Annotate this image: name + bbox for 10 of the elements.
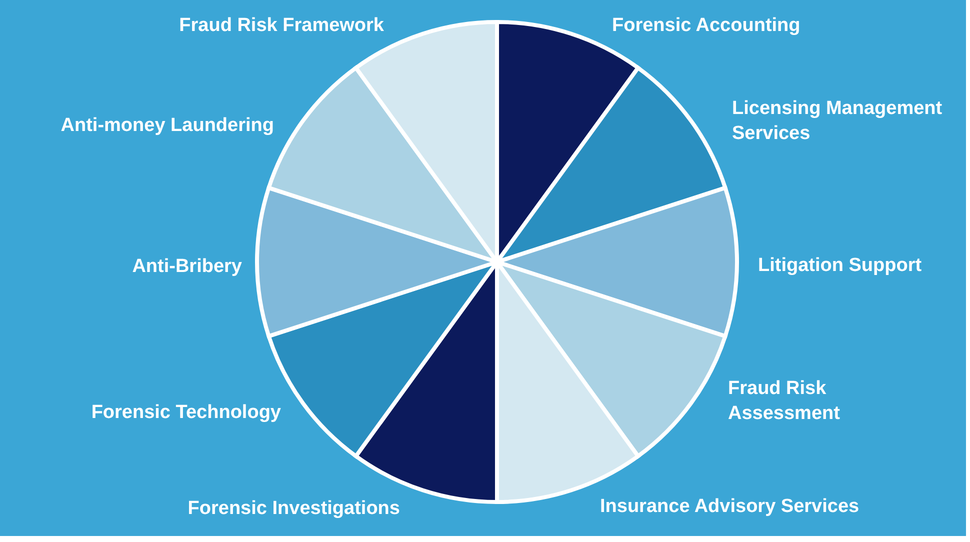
service-label: Fraud Risk Assessment — [728, 377, 841, 426]
service-label: Anti-Bribery — [132, 255, 242, 279]
service-label: Litigation Support — [758, 254, 922, 278]
service-label: Forensic Accounting — [612, 14, 800, 38]
service-label: Anti-money Laundering — [60, 114, 274, 138]
service-label: Forensic Investigations — [188, 497, 400, 521]
service-label: Licensing Management Services — [732, 97, 944, 146]
service-label: Insurance Advisory Services — [600, 495, 860, 519]
service-label: Fraud Risk Framework — [179, 14, 384, 38]
service-label: Forensic Technology — [91, 401, 281, 425]
